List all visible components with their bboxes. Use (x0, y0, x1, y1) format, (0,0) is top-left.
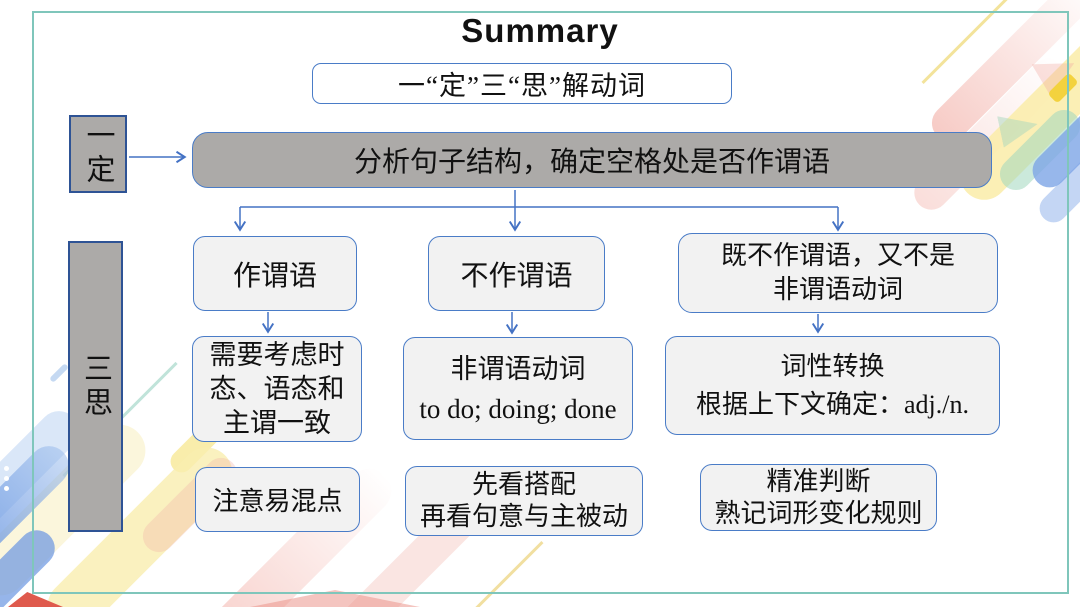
step-one-ding-box: 一定 (69, 115, 127, 193)
decoration-triangle-red (8, 592, 63, 607)
subtitle-text: 一“定”三“思”解动词 (398, 71, 646, 101)
analyze-sentence-bar: 分析句子结构，确定空格处是否作谓语 (192, 132, 992, 188)
step-three-si-box: 三思 (68, 241, 123, 532)
box-not-predicate: 不作谓语 (428, 236, 605, 311)
decoration-stripe-blue-faint (1033, 151, 1080, 229)
box-predicate: 作谓语 (193, 236, 357, 311)
decoration-triangle-green (997, 108, 1041, 147)
decoration-dot (4, 486, 9, 491)
step-one-ding-label: 一定 (82, 120, 114, 188)
step-three-si-label: 三思 (79, 352, 112, 421)
decoration-line-yellow-bottom (456, 541, 544, 607)
decoration-chip-yellow (1047, 72, 1079, 104)
box-watch-confusable-points: 注意易混点 (195, 467, 360, 532)
decoration-stripe-blue (1025, 85, 1080, 195)
decoration-dot (4, 476, 9, 481)
box-collocation-then-meaning-voice: 先看搭配 再看句意与主被动 (405, 466, 643, 536)
decoration-chip-blue (49, 363, 69, 383)
subtitle-box: 一“定”三“思”解动词 (312, 63, 732, 104)
box-consider-tense-voice-agreement: 需要考虑时 态、语态和 主谓一致 (192, 336, 362, 442)
analyze-sentence-text: 分析句子结构，确定空格处是否作谓语 (353, 147, 830, 178)
decoration-dot (4, 466, 9, 471)
decoration-stripe-green (993, 103, 1080, 197)
decoration-stripe-blue-corner (0, 522, 63, 607)
decoration-triangle-pink (1028, 57, 1075, 98)
decoration-triangle-salmon (250, 590, 420, 607)
decoration-stripe-blue-left (0, 437, 78, 573)
box-nonfinite-verb-forms: 非谓语动词 to do; doing; done (403, 337, 633, 440)
box-part-of-speech-conversion: 词性转换 根据上下文确定：adj./n. (665, 336, 1000, 435)
box-neither-predicate-nor-nonfinite: 既不作谓语，又不是 非谓语动词 (678, 233, 998, 313)
box-precise-judgement-word-form-rules: 精准判断 熟记词形变化规则 (700, 464, 937, 531)
page-title: Summary (461, 12, 619, 49)
